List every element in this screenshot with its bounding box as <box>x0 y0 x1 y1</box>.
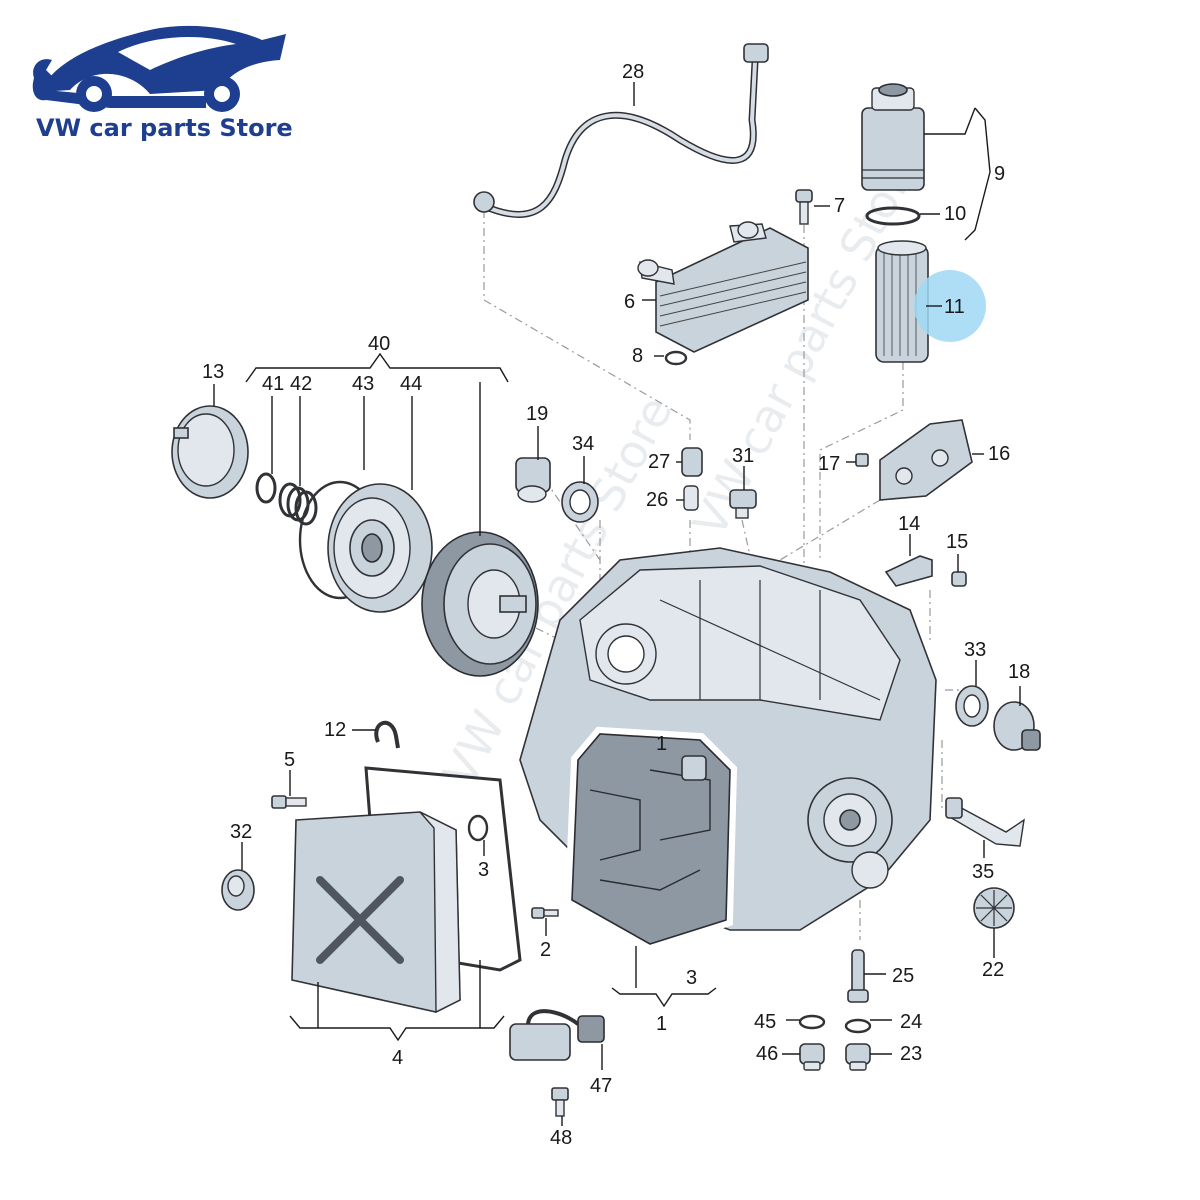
callout-34: 34 <box>572 433 594 455</box>
flange-18 <box>993 701 1041 751</box>
mechatronic-unit <box>564 726 738 952</box>
o-ring-45 <box>798 1014 826 1030</box>
bolt-5 <box>271 795 307 809</box>
callout-33: 33 <box>964 639 986 661</box>
callout-18: 18 <box>1008 661 1030 683</box>
callout-45: 45 <box>754 1011 776 1033</box>
o-ring-24 <box>844 1018 872 1034</box>
callout-23: 23 <box>900 1043 922 1065</box>
callout-labels: 28 9 7 10 6 11 8 40 13 41 42 43 44 19 34… <box>202 61 1030 1149</box>
callout-1: 1 <box>656 733 667 755</box>
sensor-19 <box>515 457 551 503</box>
callout-46: 46 <box>756 1043 778 1065</box>
callout-12: 12 <box>324 719 346 741</box>
callout-31: 31 <box>732 445 754 467</box>
seal-3 <box>467 814 489 842</box>
clip-12 <box>374 720 400 749</box>
callout-28: 28 <box>622 61 644 83</box>
callout-3: 3 <box>478 859 489 881</box>
callout-27: 27 <box>648 451 670 473</box>
callout-9: 9 <box>994 163 1005 185</box>
callout-17: 17 <box>818 453 840 475</box>
sealant-tube-35 <box>945 797 1025 847</box>
o-ring-8 <box>664 350 688 366</box>
callout-10: 10 <box>944 203 966 225</box>
callout-24: 24 <box>900 1011 922 1033</box>
callout-43: 43 <box>352 373 374 395</box>
callout-41: 41 <box>262 373 284 395</box>
drain-plug-23 <box>845 1043 871 1071</box>
callout-16: 16 <box>988 443 1010 465</box>
car-window-icon <box>118 37 236 70</box>
cap-32 <box>221 869 255 911</box>
wheel-hub-icon <box>214 86 230 102</box>
callout-8: 8 <box>632 345 643 367</box>
seal-rings-42 <box>278 482 318 526</box>
callout-5: 5 <box>284 749 295 771</box>
leader-lines <box>213 82 1021 1126</box>
oil-hose-28 <box>473 43 769 219</box>
bolt-15 <box>951 571 967 587</box>
callout-1-bottom: 1 <box>656 1013 667 1035</box>
dual-clutch-assembly <box>421 531 539 677</box>
store-logo: VW car parts Store <box>32 25 293 142</box>
callout-40: 40 <box>368 333 390 355</box>
callout-4: 4 <box>392 1047 403 1069</box>
callout-11: 11 <box>944 296 965 318</box>
oil-pan-4 <box>291 811 461 1014</box>
plug-26 <box>683 485 699 511</box>
drain-plug-46 <box>799 1043 825 1071</box>
callout-14: 14 <box>898 513 920 535</box>
callout-35: 35 <box>972 861 994 883</box>
bolt-17 <box>855 453 869 467</box>
cap-22 <box>973 887 1015 929</box>
bolt-7 <box>795 189 813 225</box>
bolt-31 <box>729 489 757 519</box>
oil-cooler-6 <box>637 221 809 353</box>
callout-15: 15 <box>946 531 968 553</box>
wrench-icon <box>32 59 207 108</box>
callout-42: 42 <box>290 373 312 395</box>
filter-housing-9 <box>861 83 925 191</box>
callout-25: 25 <box>892 965 914 987</box>
hose-banjo-fitting <box>473 191 495 213</box>
callout-7: 7 <box>834 195 845 217</box>
callout-3-bottom: 3 <box>686 967 697 989</box>
mechatronic-connector <box>681 755 707 781</box>
hose-end-fitting <box>743 43 769 63</box>
callout-2: 2 <box>540 939 551 961</box>
callout-48: 48 <box>550 1127 572 1149</box>
clutch-cover-13 <box>171 405 249 499</box>
snap-ring-41 <box>255 472 277 504</box>
plug-27 <box>681 447 703 477</box>
bracket-14 <box>884 555 933 587</box>
o-ring-10 <box>865 206 921 226</box>
bolt-48 <box>551 1087 569 1117</box>
cover-pin <box>173 427 189 439</box>
clutch-shaft <box>499 595 527 613</box>
seal-33 <box>955 685 989 727</box>
speed-sensor-47 <box>509 1009 605 1061</box>
callout-22: 22 <box>982 959 1004 981</box>
wheel-hub-icon <box>86 86 102 102</box>
callout-47: 47 <box>590 1075 612 1097</box>
callout-26: 26 <box>646 489 668 511</box>
seal-34 <box>561 481 599 523</box>
bolt-2 <box>531 907 559 919</box>
clutch-drum-44 <box>327 483 433 613</box>
highlight-marker <box>914 270 986 342</box>
callout-44: 44 <box>400 373 422 395</box>
drain-pipe-25 <box>847 949 869 1003</box>
callout-6: 6 <box>624 291 635 313</box>
callout-32: 32 <box>230 821 252 843</box>
callout-13: 13 <box>202 361 224 383</box>
store-name: VW car parts Store <box>36 114 293 142</box>
callout-19: 19 <box>526 403 548 425</box>
bracket-16 <box>879 419 973 501</box>
